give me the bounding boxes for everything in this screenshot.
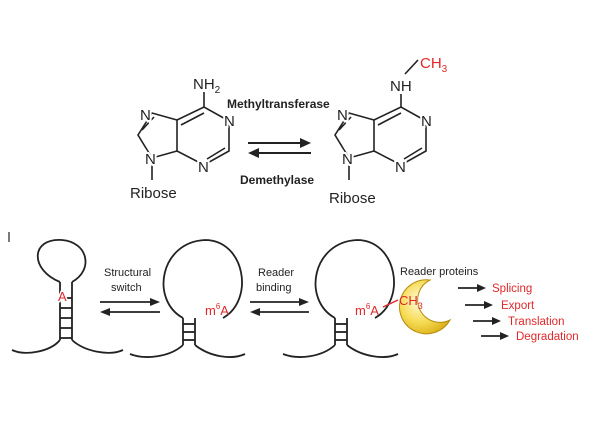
outcome-arrows [458, 284, 509, 340]
adenine-n7: N [140, 107, 151, 124]
outcome-export: Export [501, 300, 535, 312]
hairpin-3 [282, 239, 399, 358]
adenine-labels: NH2 N N N N Ribose [130, 76, 237, 202]
reader-proteins-title: Reader proteins [400, 266, 479, 278]
adenine-n9: N [145, 151, 156, 168]
hairpin-2 [129, 239, 246, 358]
hairpin-1-adenosine: A [58, 289, 67, 304]
structural-label: Structural [104, 267, 151, 279]
adenine-structure [137, 92, 230, 180]
hairpin-2-m6a: m6A [205, 302, 229, 318]
switch-label: switch [111, 282, 142, 294]
adenine-n1: N [224, 113, 235, 130]
m6a-ch3-label: CH3 [420, 55, 448, 75]
equilibrium-arrows [248, 138, 311, 158]
binding-label: binding [256, 282, 291, 294]
m6a-nh-label: NH [390, 78, 412, 95]
m6a-n1: N [421, 113, 432, 130]
reader-label: Reader [258, 267, 294, 279]
hairpin-3-m6a: m6A [355, 302, 379, 318]
hairpin-1 [11, 239, 124, 354]
adenine-n3: N [198, 159, 209, 176]
outcome-degradation: Degradation [516, 331, 579, 343]
adenine-ribose-label: Ribose [130, 185, 177, 202]
reader-protein-icon [398, 279, 452, 335]
reader-bound-methyl: CH3 [399, 293, 423, 311]
m6a-labels: CH3 NH N N N N Ribose [329, 55, 448, 207]
m6a-ribose-label: Ribose [329, 190, 376, 207]
demethylase-label: Demethylase [240, 173, 314, 187]
adenine-nh2-label: NH2 [193, 76, 221, 96]
methyl-bond [382, 299, 399, 308]
m6a-n9: N [342, 151, 353, 168]
m6a-n3: N [395, 159, 406, 176]
m6a-structure [334, 59, 427, 180]
outcome-splicing: Splicing [492, 283, 532, 295]
methyltransferase-label: Methyltransferase [227, 97, 330, 111]
reader-binding-arrows [250, 298, 309, 316]
structural-switch-arrows [100, 298, 160, 316]
m6a-n7: N [337, 107, 348, 124]
outcome-translation: Translation [508, 316, 564, 328]
